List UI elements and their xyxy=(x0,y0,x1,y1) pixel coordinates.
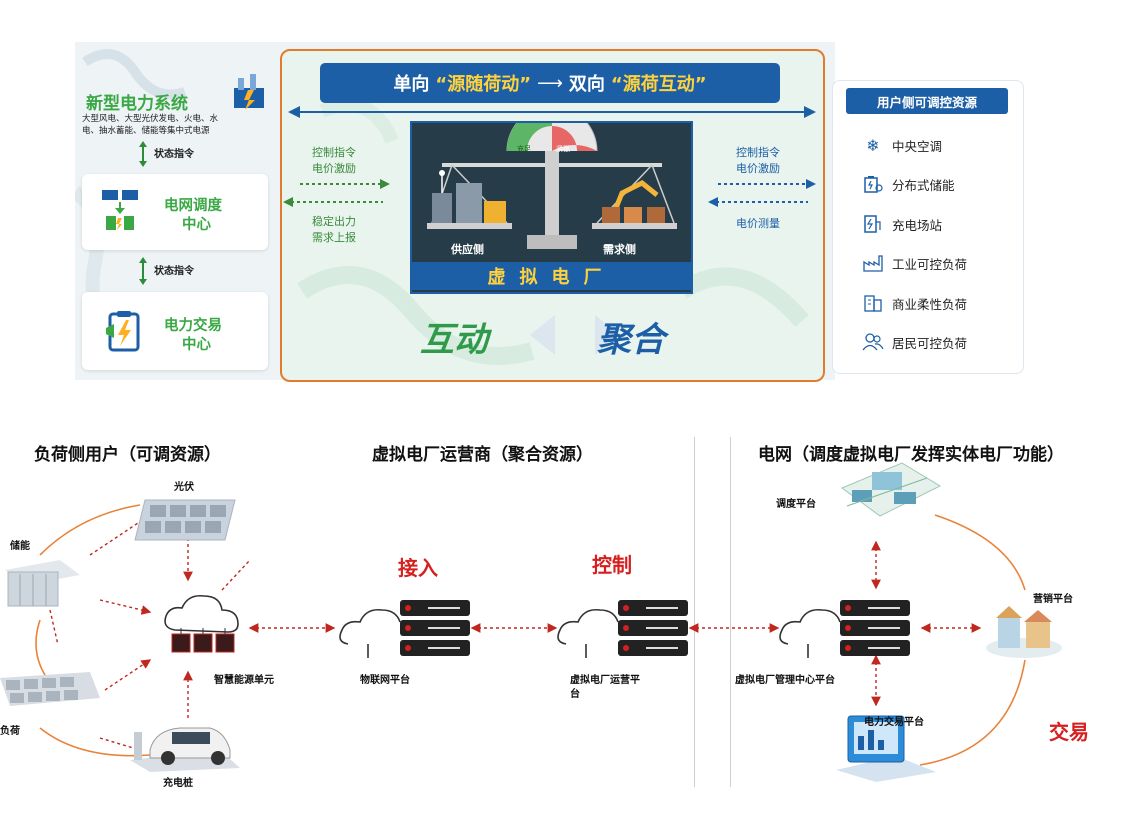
operator-label-2: 台 xyxy=(570,689,580,700)
user-resources-title: 用户侧可调控资源 xyxy=(846,88,1008,114)
banner-part1: 单向 xyxy=(393,74,430,95)
battery-storage-icon xyxy=(862,173,884,195)
resource-item-ac: ❄ 中央空调 xyxy=(862,134,1012,156)
left-flow-2: 电价激励 xyxy=(312,162,356,175)
updown-arrow-icon-1 xyxy=(139,141,147,167)
banner-part2: 双向 xyxy=(568,74,605,95)
right-flow-1: 控制指令 xyxy=(736,146,780,159)
resource-item-commercial: 商业柔性负荷 xyxy=(862,292,1012,314)
mgmt-platform-icon xyxy=(779,600,910,658)
factory-icon xyxy=(862,252,884,274)
resource-label: 中央空调 xyxy=(892,138,943,154)
left-flow-3: 稳定出力 xyxy=(312,215,356,228)
mgmt-label: 虚拟电厂管理中心平台 xyxy=(735,675,835,686)
left-flow-4: 需求上报 xyxy=(312,231,356,244)
balance-scale-icon xyxy=(427,123,677,249)
left-dotted-arrow-left xyxy=(283,197,383,207)
dispatch-label: 调度平台 xyxy=(776,499,816,510)
section-title-grid: 电网（调度虚拟电厂发挥实体电厂功能） xyxy=(758,445,1064,465)
section-title-load: 负荷侧用户（可调资源） xyxy=(34,445,221,465)
people-icon xyxy=(862,331,884,353)
supply-side-label: 供应侧 xyxy=(451,243,484,256)
charger-label: 充电桩 xyxy=(163,778,193,789)
load-label: 负荷 xyxy=(0,726,20,737)
converge-arrows-decor xyxy=(530,315,620,355)
dispatch-center-icon xyxy=(102,190,138,230)
grid-dispatch-title-1: 电网调度 xyxy=(164,198,222,214)
snowflake-icon: ❄ xyxy=(866,135,880,155)
load-building-icon xyxy=(0,672,100,706)
right-flow-3: 电价测量 xyxy=(736,217,780,230)
smart-unit-label: 智慧能源单元 xyxy=(214,675,274,686)
divider-1 xyxy=(694,437,695,787)
charging-station-icon xyxy=(862,213,884,235)
power-trade-card: 电力交易 中心 xyxy=(82,292,268,370)
trading-platform-icon xyxy=(836,715,936,782)
double-arrow-long xyxy=(288,106,816,118)
solar-label: 光伏 xyxy=(174,482,194,493)
building-icon xyxy=(862,292,884,314)
resource-item-industrial: 工业可控负荷 xyxy=(862,252,1012,274)
banner-quote1: “源随荷动” xyxy=(435,74,532,95)
grid-dispatch-card: 电网调度 中心 xyxy=(82,174,268,250)
gauge-right-label: 紧张 xyxy=(556,145,570,153)
solar-panel-icon xyxy=(134,499,236,541)
resource-label: 工业可控负荷 xyxy=(892,256,968,272)
callig-aggregate: 聚合 xyxy=(597,320,665,360)
resource-label: 居民可控负荷 xyxy=(892,335,968,351)
storage-label: 储能 xyxy=(10,541,30,552)
resource-item-storage: 分布式储能 xyxy=(862,173,1012,195)
system-desc-2: 电、抽水蓄能、储能等集中式电源 xyxy=(82,126,210,136)
resource-item-residential: 居民可控负荷 xyxy=(862,331,1012,353)
marketing-label: 营销平台 xyxy=(1033,594,1073,605)
callig-interact: 互动 xyxy=(420,320,488,360)
trade-label: 交易 xyxy=(1049,720,1089,744)
storage-cabinet-icon xyxy=(5,560,80,607)
power-plant-icon xyxy=(234,74,264,110)
dispatch-platform-icon xyxy=(840,462,942,517)
right-dotted-arrow-right xyxy=(718,179,816,189)
resource-label: 商业柔性负荷 xyxy=(892,296,968,312)
center-decor-map xyxy=(297,98,809,365)
vpp-label: 虚拟电厂 xyxy=(410,262,693,290)
smart-energy-unit-icon xyxy=(164,594,239,653)
resource-item-charging: 充电场站 xyxy=(862,213,1012,235)
banner-arrow: ⟶ xyxy=(537,72,563,94)
updown-arrow-icon-2 xyxy=(139,257,147,285)
power-trade-title-2: 中心 xyxy=(182,337,211,353)
grid-dispatch-title-2: 中心 xyxy=(182,217,211,233)
operator-label-1: 虚拟电厂运营平 xyxy=(570,675,640,686)
demand-side-label: 需求侧 xyxy=(603,243,636,256)
iot-platform-icon xyxy=(339,600,470,658)
resource-label: 分布式储能 xyxy=(892,177,955,193)
banner: 单向 “源随荷动” ⟶ 双向 “源荷互动” xyxy=(320,63,780,103)
section-title-operator: 虚拟电厂运营商（聚合资源） xyxy=(372,445,593,465)
marketing-platform-icon xyxy=(986,606,1062,658)
status-cmd-label-1: 状态指令 xyxy=(154,149,194,160)
status-cmd-label-2: 状态指令 xyxy=(154,266,194,277)
operator-platform-icon xyxy=(557,600,688,658)
left-dotted-arrow-right xyxy=(708,197,808,207)
trade-clipboard-icon xyxy=(106,311,140,352)
divider-2 xyxy=(730,437,731,787)
left-flow-1: 控制指令 xyxy=(312,146,356,159)
banner-quote2: “源荷互动” xyxy=(610,74,707,95)
iot-label: 物联网平台 xyxy=(360,675,410,686)
resource-label: 充电场站 xyxy=(892,217,943,233)
trading-label: 电力交易平台 xyxy=(864,717,924,728)
access-label: 接入 xyxy=(398,556,438,580)
gauge-left-label: 充足 xyxy=(517,145,531,153)
control-label: 控制 xyxy=(592,553,632,577)
user-resources-panel xyxy=(832,80,1024,374)
system-title: 新型电力系统 xyxy=(86,94,188,114)
power-trade-title-1: 电力交易 xyxy=(164,318,222,334)
right-flow-2: 电价激励 xyxy=(736,162,780,175)
ev-charger-icon xyxy=(130,727,240,772)
system-desc-1: 大型风电、大型光伏发电、火电、水 xyxy=(82,114,219,124)
right-dotted-arrow-left xyxy=(300,179,390,189)
